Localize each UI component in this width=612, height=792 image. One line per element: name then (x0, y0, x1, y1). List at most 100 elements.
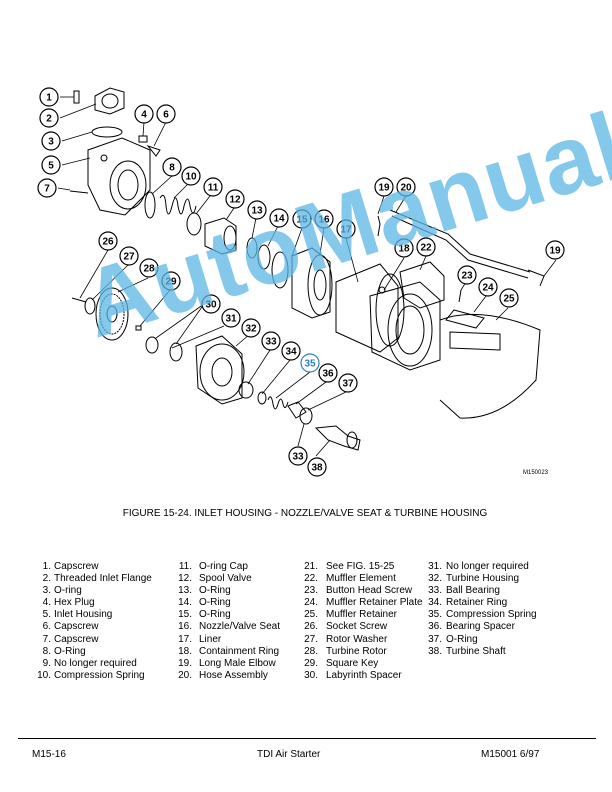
parts-item-name: Turbine Shaft (446, 645, 506, 657)
footer-page-number: M15-16 (32, 749, 66, 760)
callout-circle (161, 271, 181, 291)
parts-item-name: Hose Assembly (199, 669, 268, 681)
callout-circle (374, 177, 394, 197)
callout-circle (247, 200, 267, 220)
parts-list-item: 3.O-ring (30, 585, 152, 597)
parts-item-name: Labyrinth Spacer (326, 669, 402, 681)
callout-circle (292, 209, 312, 229)
parts-item-name: O-Ring (199, 597, 231, 609)
parts-item-name: No longer required (446, 561, 529, 572)
callout-label: 4 (141, 110, 147, 121)
callout-label: 19 (549, 246, 561, 257)
parts-item-name: No longer required (54, 657, 137, 669)
callout-label: 16 (318, 215, 330, 226)
parts-list-item: 9.No longer required (30, 658, 152, 670)
parts-list-item: 26.Socket Screw (298, 621, 423, 633)
parts-item-number: 37. (428, 633, 442, 645)
parts-item-name: Muffler Element (326, 573, 396, 585)
parts-item-name: Liner (199, 633, 222, 645)
callout-label: 34 (285, 347, 297, 358)
callout-circle (307, 457, 327, 477)
parts-item-number: 31. (428, 561, 442, 572)
parts-list-item: 16.Nozzle/Valve Seat (172, 621, 280, 633)
callout-label: 28 (143, 264, 155, 275)
parts-list-item: 1.Capscrew (30, 561, 152, 573)
parts-list-item: 7.Capscrew (30, 634, 152, 646)
parts-item-name: O-Ring (199, 609, 231, 621)
callout-label: 2 (46, 114, 52, 125)
parts-item-number: 21. (304, 561, 318, 572)
parts-list-item: 22.Muffler Element (298, 573, 423, 585)
parts-item-name: Turbine Housing (446, 573, 520, 585)
callout-label: 25 (503, 294, 515, 305)
parts-item-name: Ball Bearing (446, 585, 500, 597)
parts-item-number: 29. (304, 657, 318, 669)
parts-item-name: See FIG. 15-25 (326, 561, 395, 572)
callout-circle (269, 208, 289, 228)
parts-item-name: Socket Screw (326, 621, 388, 633)
parts-list-item: 24.Muffler Retainer Plate (298, 597, 422, 609)
parts-item-number: 34. (428, 597, 442, 609)
parts-list-item: 36. Bearing Spacer (427, 621, 537, 633)
callout-label: 5 (48, 161, 54, 172)
callout-label: 23 (461, 271, 473, 282)
figure-caption: FIGURE 15-24. INLET HOUSING - NOZZLE/VAL… (122, 508, 488, 519)
parts-list-item: 28.Turbine Rotor (298, 646, 423, 658)
parts-item-number: 12. (178, 573, 192, 585)
parts-item-number: 2. (42, 573, 51, 585)
parts-list-item: 12.Spool Valve (172, 573, 280, 585)
parts-list-item: 32. Turbine Housing (427, 573, 537, 585)
parts-item-number: 1. (42, 561, 51, 572)
parts-list-item: 6.Capscrew (30, 621, 152, 633)
callout-circle (41, 155, 61, 175)
callout-circle (457, 265, 477, 285)
callout-label: 30 (205, 300, 217, 311)
parts-list-item: 19.Long Male Elbow (172, 658, 280, 670)
callout-label: 11 (208, 183, 219, 194)
parts-list-item: 20.Hose Assembly (172, 670, 280, 682)
parts-item-name: Containment Ring (199, 645, 280, 657)
callout-label: 10 (185, 172, 197, 183)
callout-circle (221, 308, 241, 328)
parts-list-item: 29.Square Key (298, 658, 423, 670)
callout-label: 24 (482, 283, 494, 294)
parts-item-number: 36. (428, 621, 442, 633)
parts-list-item: 27.Rotor Washer (298, 634, 423, 646)
parts-item-number: 32. (428, 573, 442, 585)
parts-item-number: 18. (178, 645, 192, 657)
parts-item-name: Capscrew (54, 633, 99, 645)
parts-list-item: 23.Button Head Screw (298, 585, 423, 597)
callout-circle (39, 108, 59, 128)
parts-item-name: O-ring (54, 585, 82, 597)
callout-circle (314, 209, 334, 229)
callout-circle (318, 363, 338, 383)
parts-item-number: 38. (428, 645, 442, 657)
callout-circle (241, 318, 261, 338)
parts-list-item: 10.Compression Spring (30, 670, 152, 682)
callout-circle (300, 353, 320, 373)
callout-label: 14 (273, 214, 285, 225)
callout-circle (98, 231, 118, 251)
parts-item-name: Capscrew (54, 621, 99, 633)
parts-item-name: O-Ring (446, 633, 478, 645)
parts-list-item: 21. See FIG. 15-25 (298, 561, 423, 573)
parts-item-name: Button Head Screw (326, 585, 413, 597)
callout-circle (288, 446, 308, 466)
parts-list-item: 15.O-Ring (172, 609, 280, 621)
parts-item-number: 6. (42, 621, 51, 633)
parts-list-item: 11.O-ring Cap (172, 561, 280, 573)
callout-label: 13 (251, 206, 263, 217)
callout-label: 17 (340, 225, 352, 236)
figure-id: M150023 (523, 470, 549, 476)
parts-list-item: 4.Hex Plug (30, 597, 152, 609)
parts-item-number: 14. (178, 597, 192, 609)
parts-item-number: 7. (42, 633, 51, 645)
callout-label: 37 (342, 379, 354, 390)
parts-item-name: Bearing Spacer (446, 621, 515, 633)
parts-item-number: 17. (178, 633, 192, 645)
callout-label: 12 (229, 195, 241, 206)
callout-circle (336, 219, 356, 239)
